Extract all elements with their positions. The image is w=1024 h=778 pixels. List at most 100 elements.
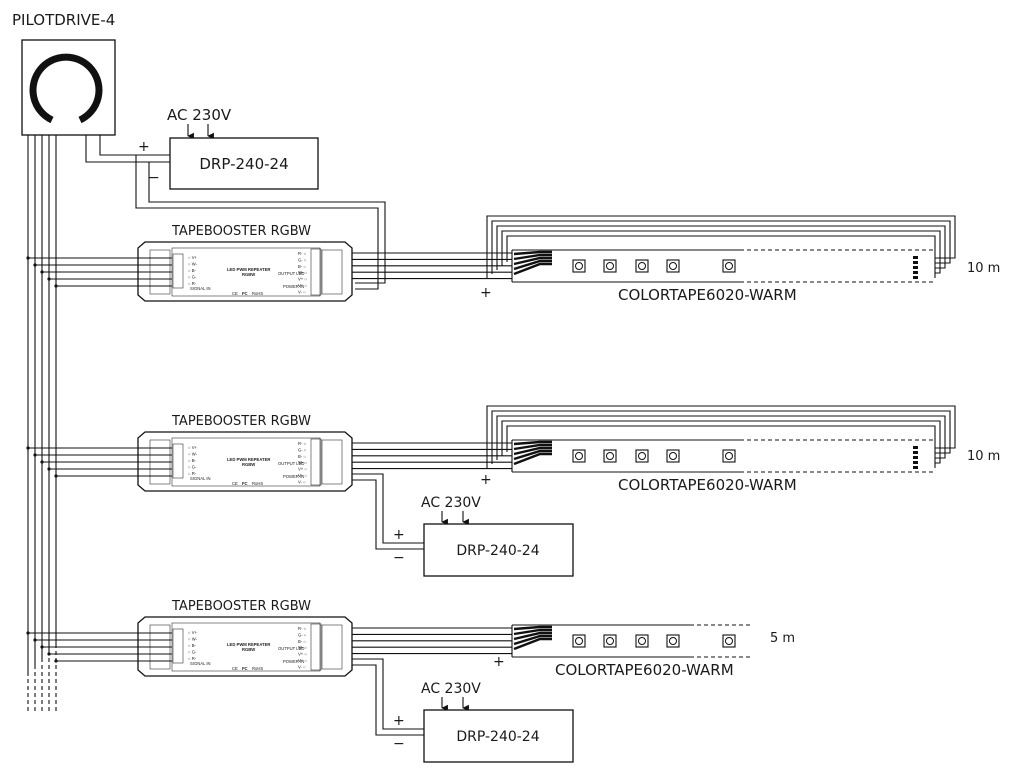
power-in-label: POWER IN	[283, 474, 304, 479]
psu-model: DRP-240-24	[456, 729, 539, 745]
power-supply-3: AC 230V DRP-240-24 + −	[352, 658, 574, 763]
rohs-mark: RoHS	[252, 481, 263, 486]
power-in-label: POWER IN	[283, 659, 304, 664]
ce-mark: CE	[232, 481, 238, 486]
device-label: LED PWM REPEATER	[227, 642, 270, 647]
output-pin-label: W- ○	[298, 270, 307, 275]
led-chip	[603, 449, 617, 463]
led-chip	[666, 259, 680, 273]
output-pin-label: V+ ○	[298, 283, 307, 288]
input-terminal	[172, 628, 184, 664]
booster-right-cap	[321, 249, 343, 295]
led-chip	[666, 634, 680, 648]
ac-input-label: AC 230V	[167, 106, 232, 124]
tape-3: 5 m+COLORTAPE6020-WARM	[352, 624, 795, 679]
input-pin-label: ○ R-	[188, 656, 197, 661]
booster-right-cap	[321, 624, 343, 670]
input-pin-label: ○ B-	[188, 643, 196, 648]
psu-plus-label: +	[393, 713, 405, 729]
tape-plus-label: +	[480, 285, 492, 301]
power-supply-2: AC 230V DRP-240-24 + −	[352, 473, 574, 577]
controller-ring-icon	[29, 53, 103, 124]
rohs-mark: RoHS	[252, 291, 263, 296]
ac-input-label: AC 230V	[421, 681, 481, 697]
output-pin-label: G- ○	[298, 632, 307, 637]
led-chip	[572, 259, 586, 273]
output-pin-label: V- ○	[298, 289, 306, 294]
device-sub-label: RGBW	[242, 272, 255, 277]
led-chip	[635, 259, 649, 273]
tape-plus-label: +	[480, 472, 492, 488]
signal-in-label: SIGNAL IN	[190, 476, 211, 481]
input-pin-label: ○ B-	[188, 268, 196, 273]
booster-2: TAPEBOOSTER RGBW○ V+○ W-○ B-○ G-○ R-SIGN…	[26, 414, 353, 492]
led-chip	[572, 634, 586, 648]
output-pin-label: V- ○	[298, 664, 306, 669]
rohs-mark: RoHS	[252, 666, 263, 671]
input-pin-label: ○ R-	[188, 281, 197, 286]
booster-title: TAPEBOOSTER RGBW	[171, 224, 311, 239]
tape-model: COLORTAPE6020-WARM	[555, 661, 734, 679]
input-pin-label: ○ W-	[188, 452, 198, 457]
output-led-label: OUTPUT LED	[278, 646, 304, 651]
input-pin-label: ○ G-	[188, 275, 197, 280]
psu-plus-label: +	[138, 139, 150, 155]
output-pin-label: G- ○	[298, 447, 307, 452]
psu-minus-label: −	[393, 736, 405, 752]
psu-box	[423, 709, 574, 763]
input-pin-label: ○ G-	[188, 465, 197, 470]
psu-minus-label: −	[393, 550, 405, 566]
booster-body	[137, 431, 353, 492]
input-pin-label: ○ B-	[188, 458, 196, 463]
fc-mark: FC	[242, 666, 248, 671]
input-pin-label: ○ R-	[188, 471, 197, 476]
booster-right-cap	[321, 439, 343, 485]
output-terminal	[310, 438, 322, 486]
input-pin-label: ○ V+	[188, 630, 197, 635]
output-pin-label: V+ ○	[298, 467, 307, 472]
output-pin-label: B- ○	[298, 639, 306, 644]
led-chip	[722, 259, 736, 273]
psu-box	[169, 137, 319, 190]
input-pin-label: ○ G-	[188, 650, 197, 655]
output-pin-label: V+ ○	[298, 277, 307, 282]
input-terminal	[172, 443, 184, 479]
led-chip	[635, 634, 649, 648]
tape-model: COLORTAPE6020-WARM	[618, 476, 797, 494]
input-terminal	[172, 253, 184, 289]
device-sub-label: RGBW	[242, 647, 255, 652]
led-chip	[666, 449, 680, 463]
booster-body	[137, 616, 353, 677]
signal-in-label: SIGNAL IN	[190, 661, 211, 666]
ce-mark: CE	[232, 666, 238, 671]
led-chip	[635, 449, 649, 463]
fc-mark: FC	[242, 481, 248, 486]
led-chip	[603, 634, 617, 648]
controller-bus	[27, 135, 57, 712]
output-pin-label: G- ○	[298, 257, 307, 262]
psu-model: DRP-240-24	[199, 155, 288, 173]
output-pin-label: W- ○	[298, 645, 307, 650]
booster-title: TAPEBOOSTER RGBW	[171, 599, 311, 614]
device-label: LED PWM REPEATER	[227, 457, 270, 462]
device-sub-label: RGBW	[242, 462, 255, 467]
led-chip	[722, 634, 736, 648]
output-pin-label: R- ○	[298, 441, 307, 446]
power-supply-top: AC 230V DRP-240-24 + −	[85, 106, 386, 290]
psu-model: DRP-240-24	[456, 543, 539, 559]
psu-minus-label: −	[148, 170, 160, 186]
power-in-label: POWER IN	[283, 284, 304, 289]
output-pin-label: V+ ○	[298, 658, 307, 663]
output-led-label: OUTPUT LED	[278, 271, 304, 276]
ce-mark: CE	[232, 291, 238, 296]
input-pin-label: ○ V+	[188, 255, 197, 260]
output-terminal	[310, 623, 322, 671]
output-pin-label: B- ○	[298, 264, 306, 269]
ac-input-label: AC 230V	[421, 495, 481, 511]
device-label: LED PWM REPEATER	[227, 267, 270, 272]
output-pin-label: R- ○	[298, 251, 307, 256]
signal-in-label: SIGNAL IN	[190, 286, 211, 291]
led-chip	[722, 449, 736, 463]
tape-1: 10 m+COLORTAPE6020-WARM	[352, 215, 1000, 304]
